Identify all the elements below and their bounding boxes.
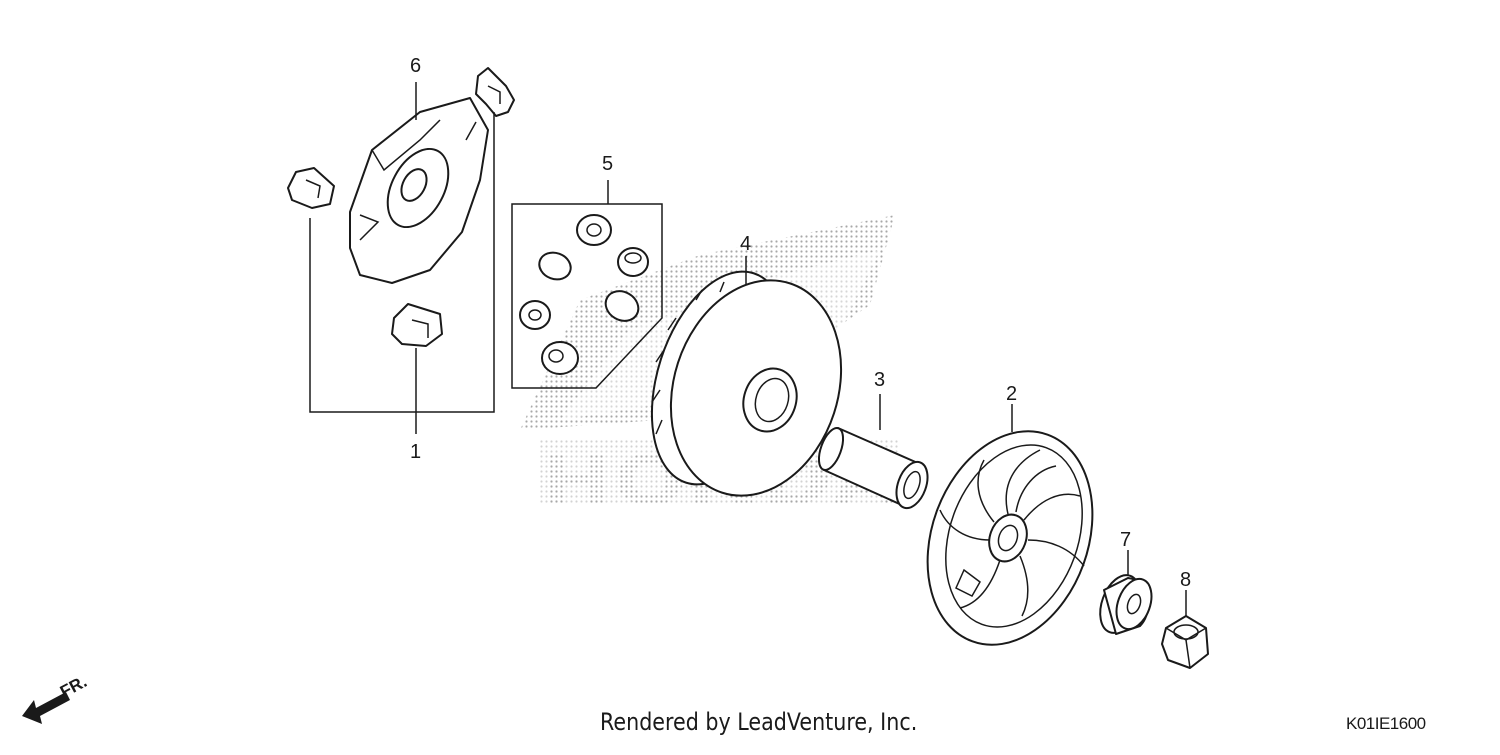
collar-part-3 bbox=[817, 427, 929, 510]
slider-piece-bottom bbox=[391, 303, 443, 347]
roller-3 bbox=[617, 247, 649, 277]
callout-8: 8 bbox=[1180, 569, 1191, 591]
nut-part-8 bbox=[1161, 615, 1209, 669]
front-direction-arrow-icon: FR. bbox=[22, 672, 90, 724]
callout-3: 3 bbox=[874, 369, 885, 391]
slider-piece-top bbox=[475, 67, 515, 117]
washer-part-7 bbox=[1099, 574, 1153, 635]
weight-roller-set-part-5 bbox=[511, 203, 663, 389]
ramp-plate-part-6 bbox=[349, 97, 489, 284]
credit-text: Rendered by LeadVenture, Inc. bbox=[600, 708, 918, 736]
callout-6: 6 bbox=[410, 55, 421, 77]
movable-drive-face-part-4 bbox=[650, 270, 843, 497]
callout-2: 2 bbox=[1006, 383, 1017, 405]
roller-5 bbox=[604, 290, 640, 322]
callout-7: 7 bbox=[1120, 529, 1131, 551]
callout-1: 1 bbox=[410, 441, 421, 463]
roller-4 bbox=[519, 300, 551, 330]
roller-2 bbox=[538, 251, 572, 281]
diagram-code: K01IE1600 bbox=[1346, 714, 1426, 733]
slider-piece-left bbox=[287, 167, 335, 209]
roller-6 bbox=[541, 341, 579, 375]
bracket-part-1 bbox=[309, 112, 495, 413]
drive-face-part-2 bbox=[926, 430, 1094, 646]
roller-1 bbox=[576, 214, 612, 246]
callout-5: 5 bbox=[602, 153, 613, 175]
callout-4: 4 bbox=[740, 233, 751, 255]
